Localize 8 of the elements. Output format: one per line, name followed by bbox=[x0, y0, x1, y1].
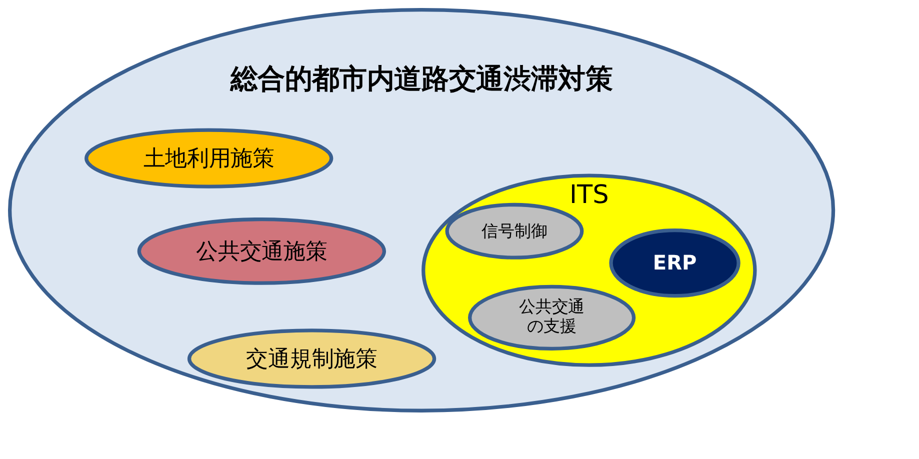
node-label: 公共交通の支援 bbox=[518, 298, 586, 337]
node-label: 交通規制施策 bbox=[246, 344, 378, 374]
node-label: 信号制御 bbox=[482, 221, 548, 242]
node-label: 土地利用施策 bbox=[143, 144, 274, 173]
node-label: 総合的都市内道路交通渋滞対策 bbox=[230, 62, 613, 97]
node-label: 公共交通施策 bbox=[196, 237, 328, 266]
node-label: ERP bbox=[652, 252, 697, 274]
node-label: ITS bbox=[570, 178, 609, 209]
